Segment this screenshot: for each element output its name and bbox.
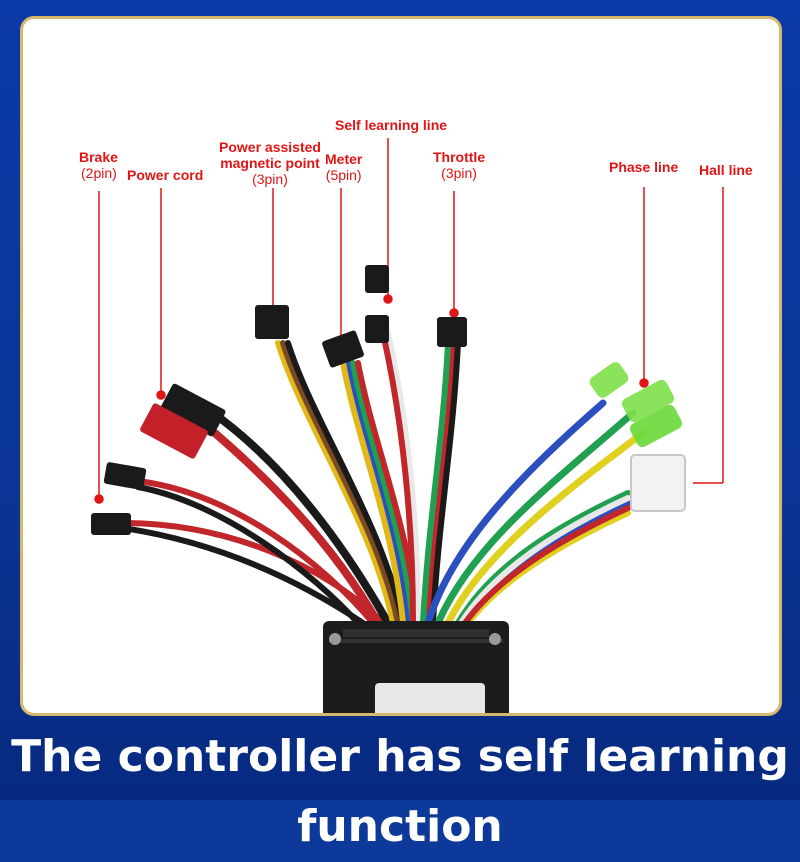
label-self-learning: Self learning line <box>335 117 447 133</box>
label-brake-pins: (2pin) <box>81 165 117 181</box>
label-throttle-title: Throttle <box>433 149 486 165</box>
label-brake-title: Brake <box>79 149 118 165</box>
label-phase-line-title: Phase line <box>609 159 679 175</box>
label-meter-pins: (5pin) <box>325 167 362 183</box>
label-power-cord-title: Power cord <box>127 167 204 183</box>
controller-wiring-photo <box>91 138 724 713</box>
label-throttle-pins: (3pin) <box>441 165 477 181</box>
label-hall-line-title: Hall line <box>699 162 753 178</box>
label-power-assisted-title: Power assisted <box>219 139 321 155</box>
label-hall-line: Hall line <box>699 162 753 178</box>
connectors <box>91 265 686 535</box>
product-photo-panel: Brake (2pin) Power cord Power assisted m… <box>20 16 782 716</box>
controller-box <box>323 621 509 713</box>
label-power-cord: Power cord <box>127 167 203 183</box>
label-brake: Brake (2pin) <box>79 149 118 181</box>
caption: The controller has self learning functio… <box>11 731 789 852</box>
label-self-learning-title: Self learning line <box>335 117 448 133</box>
label-meter-title: Meter <box>325 151 363 167</box>
label-phase-line: Phase line <box>609 159 678 175</box>
wires <box>120 330 647 627</box>
label-power-assisted: Power assisted magnetic point (3pin) <box>219 139 321 187</box>
label-power-assisted-title2: magnetic point <box>220 155 320 171</box>
label-throttle: Throttle (3pin) <box>433 149 485 181</box>
label-meter: Meter (5pin) <box>325 151 362 183</box>
label-power-assisted-pins: (3pin) <box>252 171 288 187</box>
